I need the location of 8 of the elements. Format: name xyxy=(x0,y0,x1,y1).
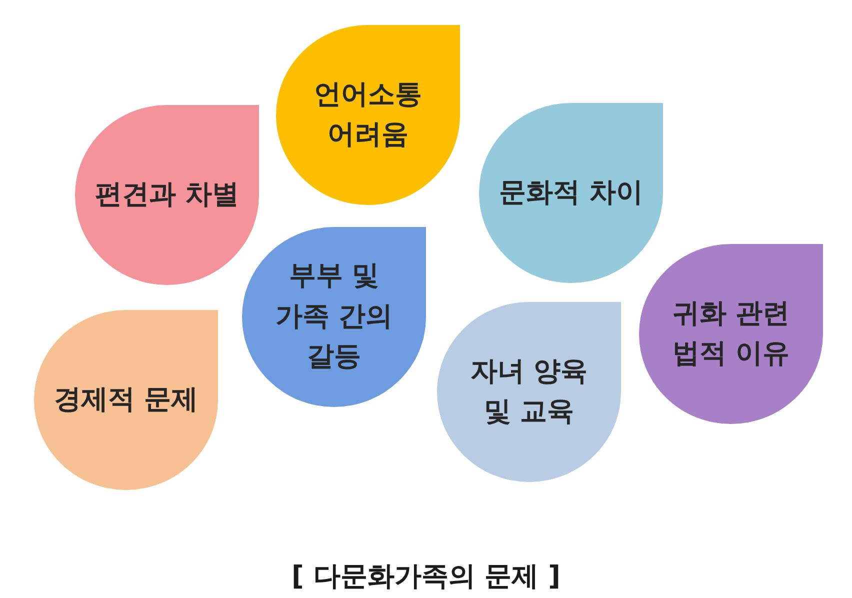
node-label: 문화적 차이 xyxy=(498,176,644,210)
node-label: 귀화 관련 법적 이유 xyxy=(671,296,791,371)
node-label: 자녀 양육 및 교육 xyxy=(469,354,589,429)
node-label: 부부 및 가족 간의 갈등 xyxy=(274,259,394,374)
node-label: 경제적 문제 xyxy=(54,382,198,417)
node-label: 언어소통 어려움 xyxy=(313,78,423,152)
diagram-caption: [ 다문화가족의 문제 ] xyxy=(292,561,560,592)
node-label: 편견과 차별 xyxy=(94,178,240,212)
